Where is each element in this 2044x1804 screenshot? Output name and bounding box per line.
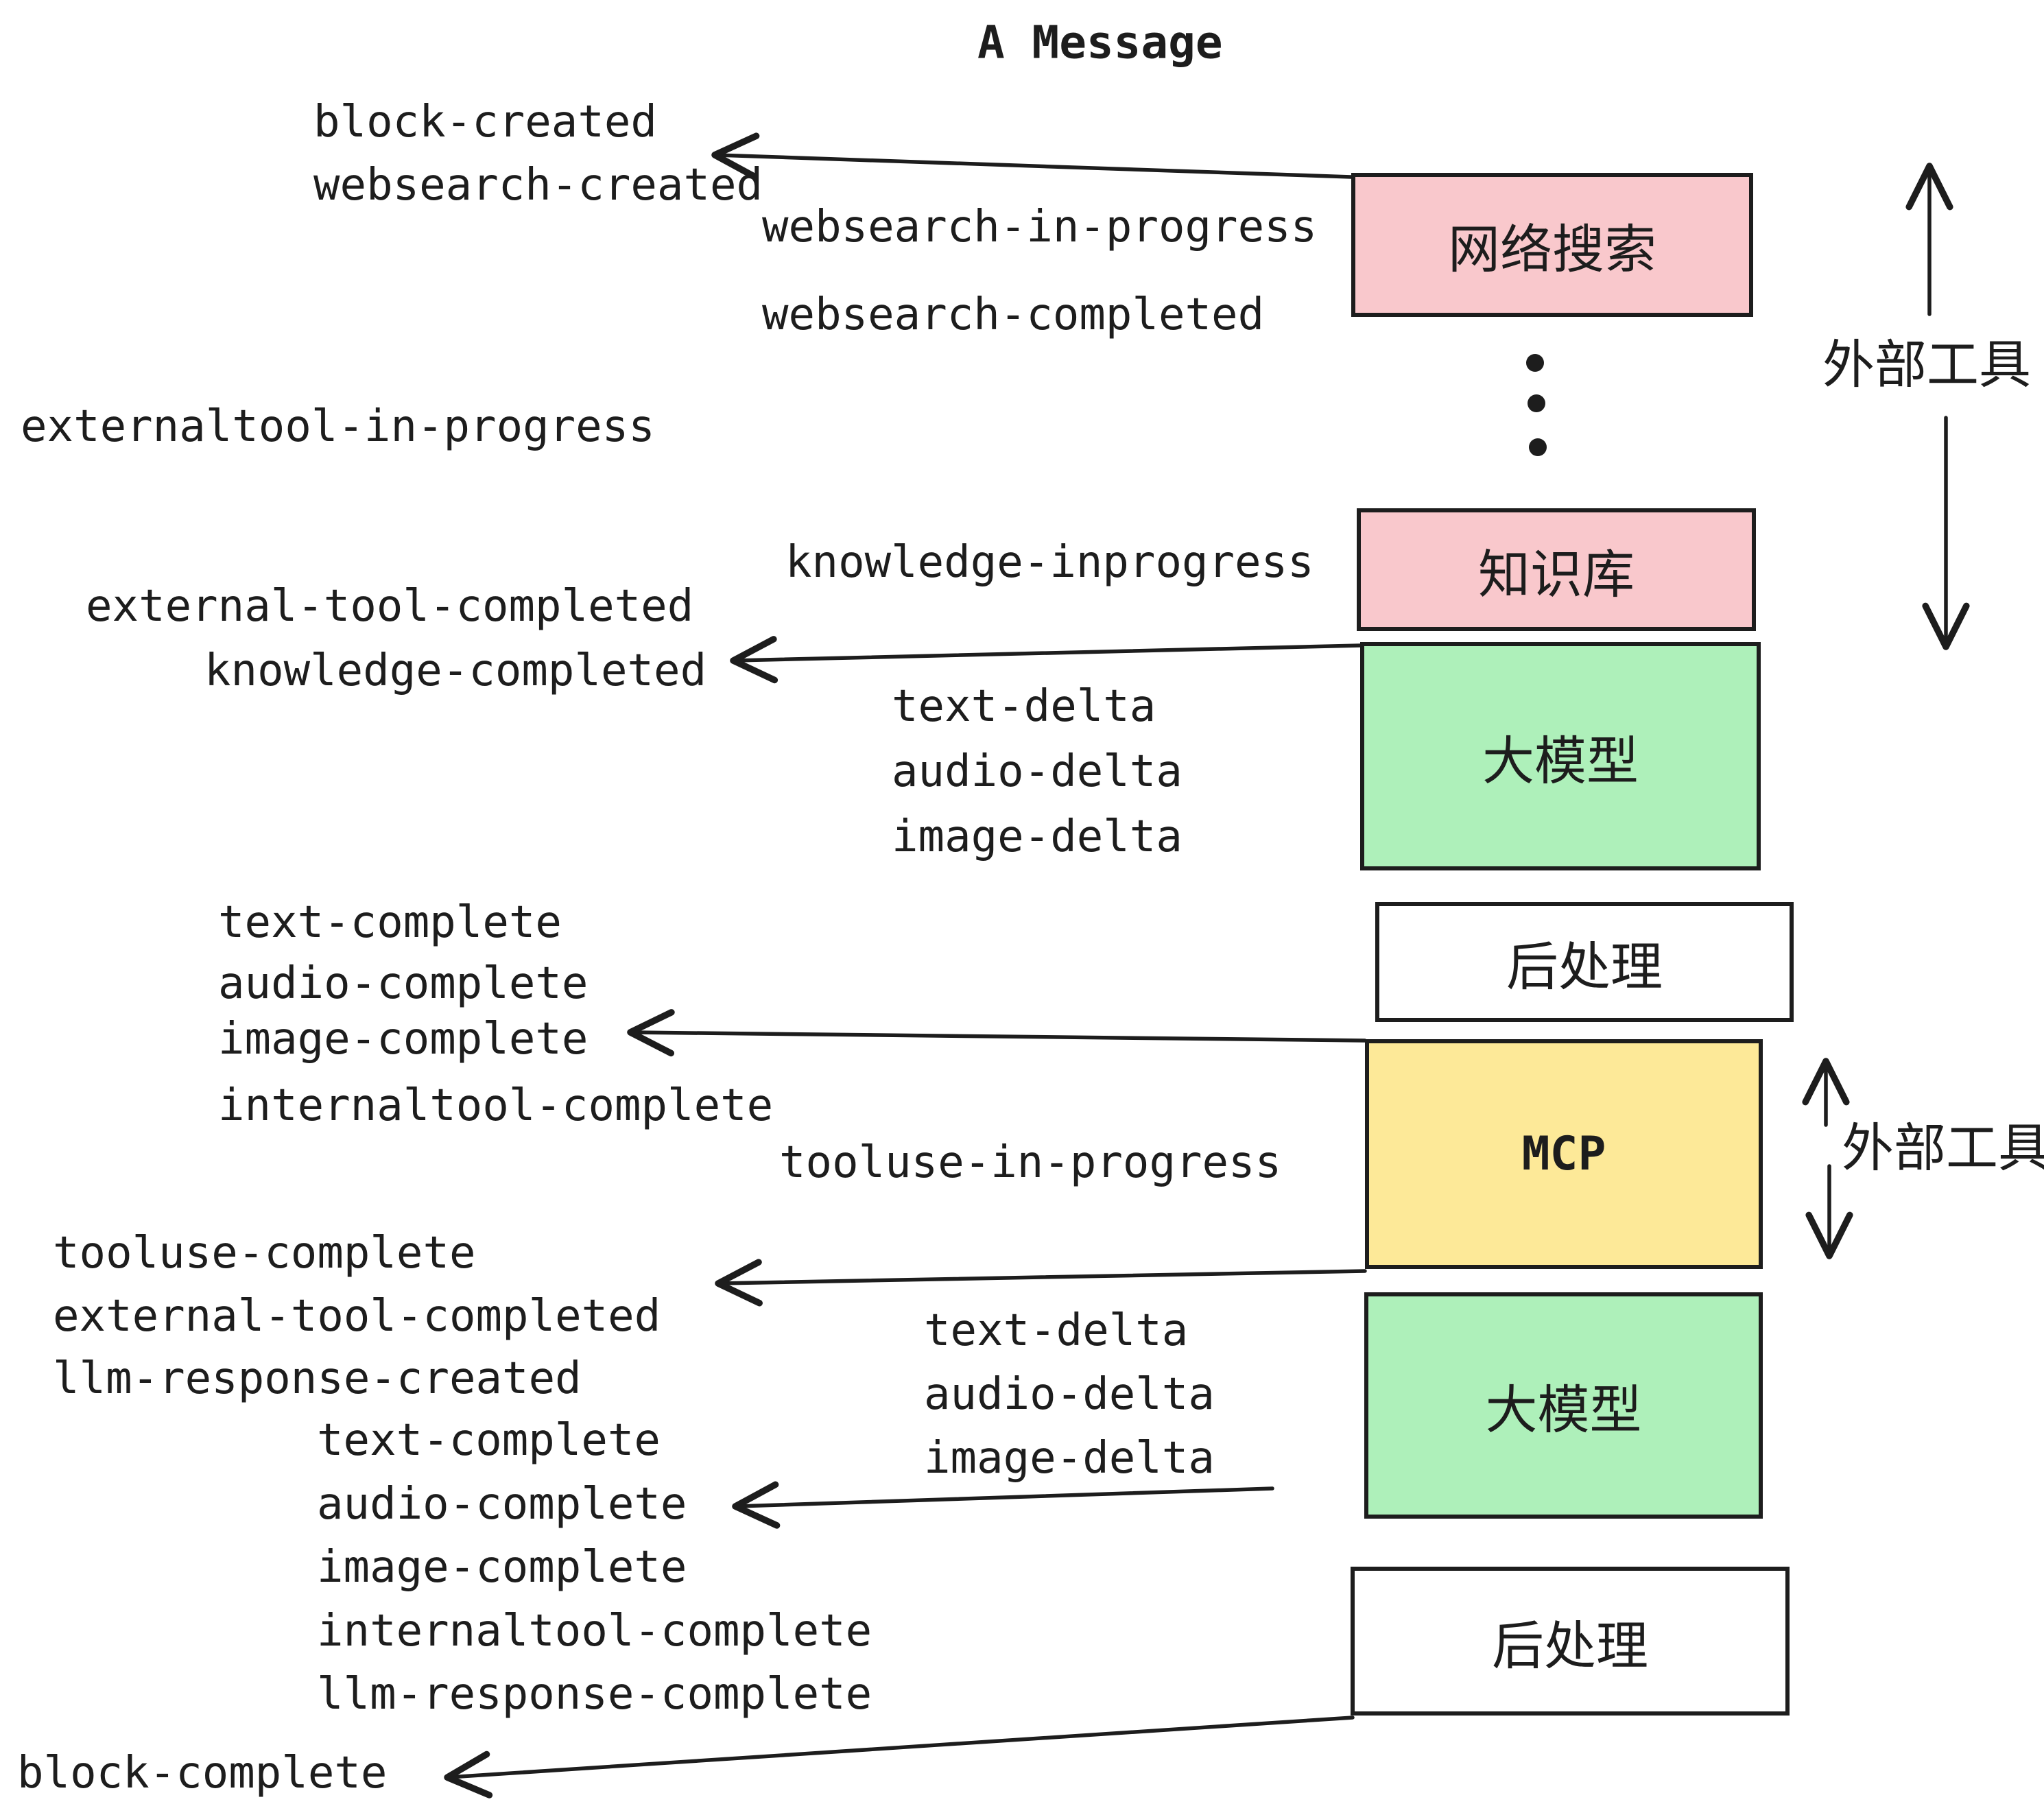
- diagram-title: A Message: [977, 16, 1223, 69]
- event-label-external-tool-completed-2: external-tool-completed: [53, 1291, 661, 1342]
- box-websearch: 网络搜索: [1351, 173, 1753, 317]
- box-llm-2: 大模型: [1364, 1292, 1763, 1519]
- event-label-external-tool-completed: external-tool-completed: [86, 581, 694, 632]
- event-label-externaltool-in-progress: externaltool-in-progress: [21, 401, 655, 452]
- side-label-external-tools-2: 外部工具: [1842, 1119, 2044, 1178]
- event-label-llm-response-complete: llm-response-complete: [317, 1669, 872, 1720]
- event-label-websearch-completed: websearch-completed: [762, 289, 1265, 340]
- event-label-image-delta-1: image-delta: [892, 811, 1183, 862]
- event-label-audio-complete-2: audio-complete: [317, 1479, 687, 1530]
- event-label-internaltool-complete-2: internaltool-complete: [317, 1606, 872, 1657]
- event-label-text-complete-2: text-complete: [317, 1415, 661, 1466]
- arrow-audio-complete: [732, 1481, 1274, 1529]
- event-label-knowledge-inprogress: knowledge-inprogress: [785, 537, 1314, 588]
- event-label-image-complete-1: image-complete: [218, 1014, 589, 1065]
- arrow-image-complete: [627, 1009, 1367, 1057]
- event-label-tooluse-in-progress: tooluse-in-progress: [779, 1137, 1282, 1188]
- event-label-block-complete: block-complete: [17, 1748, 388, 1799]
- event-label-websearch-created: websearch-created: [313, 160, 763, 211]
- event-label-audio-delta-1: audio-delta: [892, 746, 1183, 797]
- event-label-audio-complete-1: audio-complete: [218, 958, 589, 1009]
- event-label-image-complete-2: image-complete: [317, 1542, 687, 1593]
- event-label-text-complete-1: text-complete: [218, 897, 562, 948]
- arrow-knowledge-completed: [730, 636, 1362, 684]
- event-label-block-created: block-created: [313, 97, 657, 147]
- event-label-text-delta-2: text-delta: [924, 1305, 1189, 1356]
- event-label-websearch-in-progress: websearch-in-progress: [762, 202, 1318, 252]
- ellipsis-dots: [1526, 354, 1547, 456]
- event-label-knowledge-completed: knowledge-completed: [204, 645, 707, 696]
- event-label-audio-delta-2: audio-delta: [924, 1369, 1215, 1420]
- arrow-tooluse-complete: [715, 1259, 1367, 1307]
- event-label-llm-response-created: llm-response-created: [53, 1353, 582, 1404]
- box-post-process-2: 后处理: [1351, 1567, 1790, 1716]
- box-post-process-1: 后处理: [1375, 902, 1794, 1022]
- event-label-tooluse-complete: tooluse-complete: [53, 1228, 476, 1279]
- box-llm-1: 大模型: [1360, 642, 1761, 870]
- event-label-text-delta-1: text-delta: [892, 681, 1156, 732]
- arrow-block-complete: [444, 1716, 1355, 1799]
- event-label-image-delta-2: image-delta: [924, 1433, 1215, 1484]
- box-mcp: MCP: [1365, 1039, 1763, 1269]
- event-label-internaltool-complete-1: internaltool-complete: [218, 1080, 774, 1131]
- arrow-block-created: [711, 132, 1353, 180]
- side-label-external-tools-1: 外部工具: [1822, 336, 2031, 394]
- box-knowledge: 知识库: [1357, 508, 1756, 631]
